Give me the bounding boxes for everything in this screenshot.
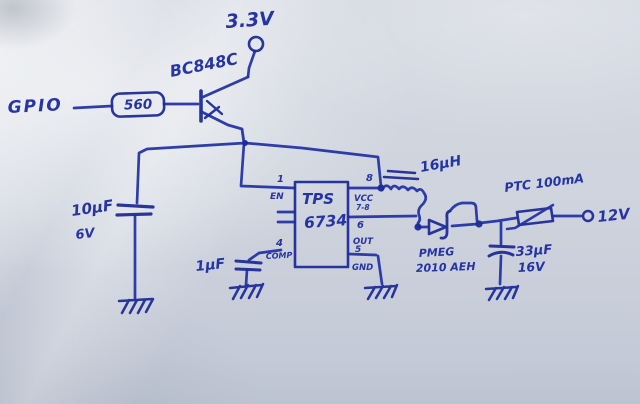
output-voltage-label: 12V (597, 205, 633, 226)
resistor-box (110, 91, 166, 118)
comp-cap-value-label: 1μF (195, 256, 227, 275)
wire-network (72, 49, 583, 300)
transistor-collector (201, 75, 250, 99)
cap-plate-curved (487, 250, 515, 258)
ic-pin5-name-label: GND (352, 263, 373, 273)
junction-dot (475, 220, 483, 228)
ground-symbol-comp-cap (228, 282, 265, 301)
ptc-box (515, 206, 555, 227)
cap-plate (234, 267, 262, 272)
junction-dot (414, 223, 422, 231)
junction-dot (242, 140, 248, 146)
ic-pin1-number: 1 (277, 174, 284, 185)
ic-pin8-number: 8 (366, 173, 373, 184)
ground-symbol-input-cap (117, 297, 155, 315)
transistor-part-label: BC848C (168, 49, 240, 81)
ptc-label: PTC 100mA (504, 170, 585, 195)
transistor-emitter (200, 110, 246, 145)
junction-dots (242, 140, 483, 231)
supply-terminal (247, 35, 265, 53)
resistor-value-label: 560 (124, 97, 153, 114)
ic-pin6-name-label: OUT (353, 237, 374, 247)
inductor-value-label: 16μH (419, 153, 463, 176)
ic-name-line2: 6734 (304, 211, 348, 232)
ic-pin4-number: 4 (275, 238, 283, 249)
cap-plate (234, 259, 263, 265)
ic-pin6-number: 6 (357, 220, 364, 231)
input-cap-value-label: 10μF (70, 196, 115, 220)
emitter-arrow-icon (203, 99, 224, 120)
cap-plate (115, 212, 153, 217)
ptc-symbol (505, 203, 555, 231)
ic-pin4-name-label: COMP (266, 251, 293, 261)
ic-pin1-name-label: EN (270, 192, 284, 202)
ic-pin8-note: 7-8 (356, 203, 370, 212)
inductor-symbol (380, 169, 428, 228)
output-capacitor-symbol (487, 244, 516, 258)
diode-part-label-line2: 2010 AEH (416, 260, 476, 275)
ground-symbol-output-cap (484, 284, 520, 302)
ic-name-line1: TPS (302, 190, 334, 208)
input-capacitor-symbol (115, 203, 155, 217)
ic-box (293, 180, 350, 269)
inductor-core-bars (382, 169, 420, 181)
ground-symbol-ic (363, 283, 399, 301)
diode-part-label-line1: PMEG (418, 245, 454, 260)
supply-voltage-label: 3.3V (225, 8, 276, 33)
ic-pin8-name-label: VCC (354, 194, 374, 204)
diode-triangle (427, 218, 448, 236)
inductor-coil (380, 184, 428, 228)
cap-plate (116, 203, 155, 209)
output-terminal (581, 209, 595, 223)
junction-dot (377, 184, 385, 192)
input-cap-voltage-label: 6V (75, 226, 97, 243)
output-cap-voltage-label: 16V (517, 259, 546, 275)
ptc-diagonal-stroke (505, 203, 555, 231)
cap-plate (488, 244, 516, 249)
comp-capacitor-symbol (234, 259, 263, 272)
gpio-label: GPIO (7, 95, 63, 118)
diode-symbol (427, 209, 452, 240)
transistor-symbol (199, 75, 250, 145)
output-cap-value-label: 33μF (515, 242, 553, 260)
ic-pin5-number: 5 (355, 245, 361, 255)
diode-cathode-bar (439, 209, 452, 240)
